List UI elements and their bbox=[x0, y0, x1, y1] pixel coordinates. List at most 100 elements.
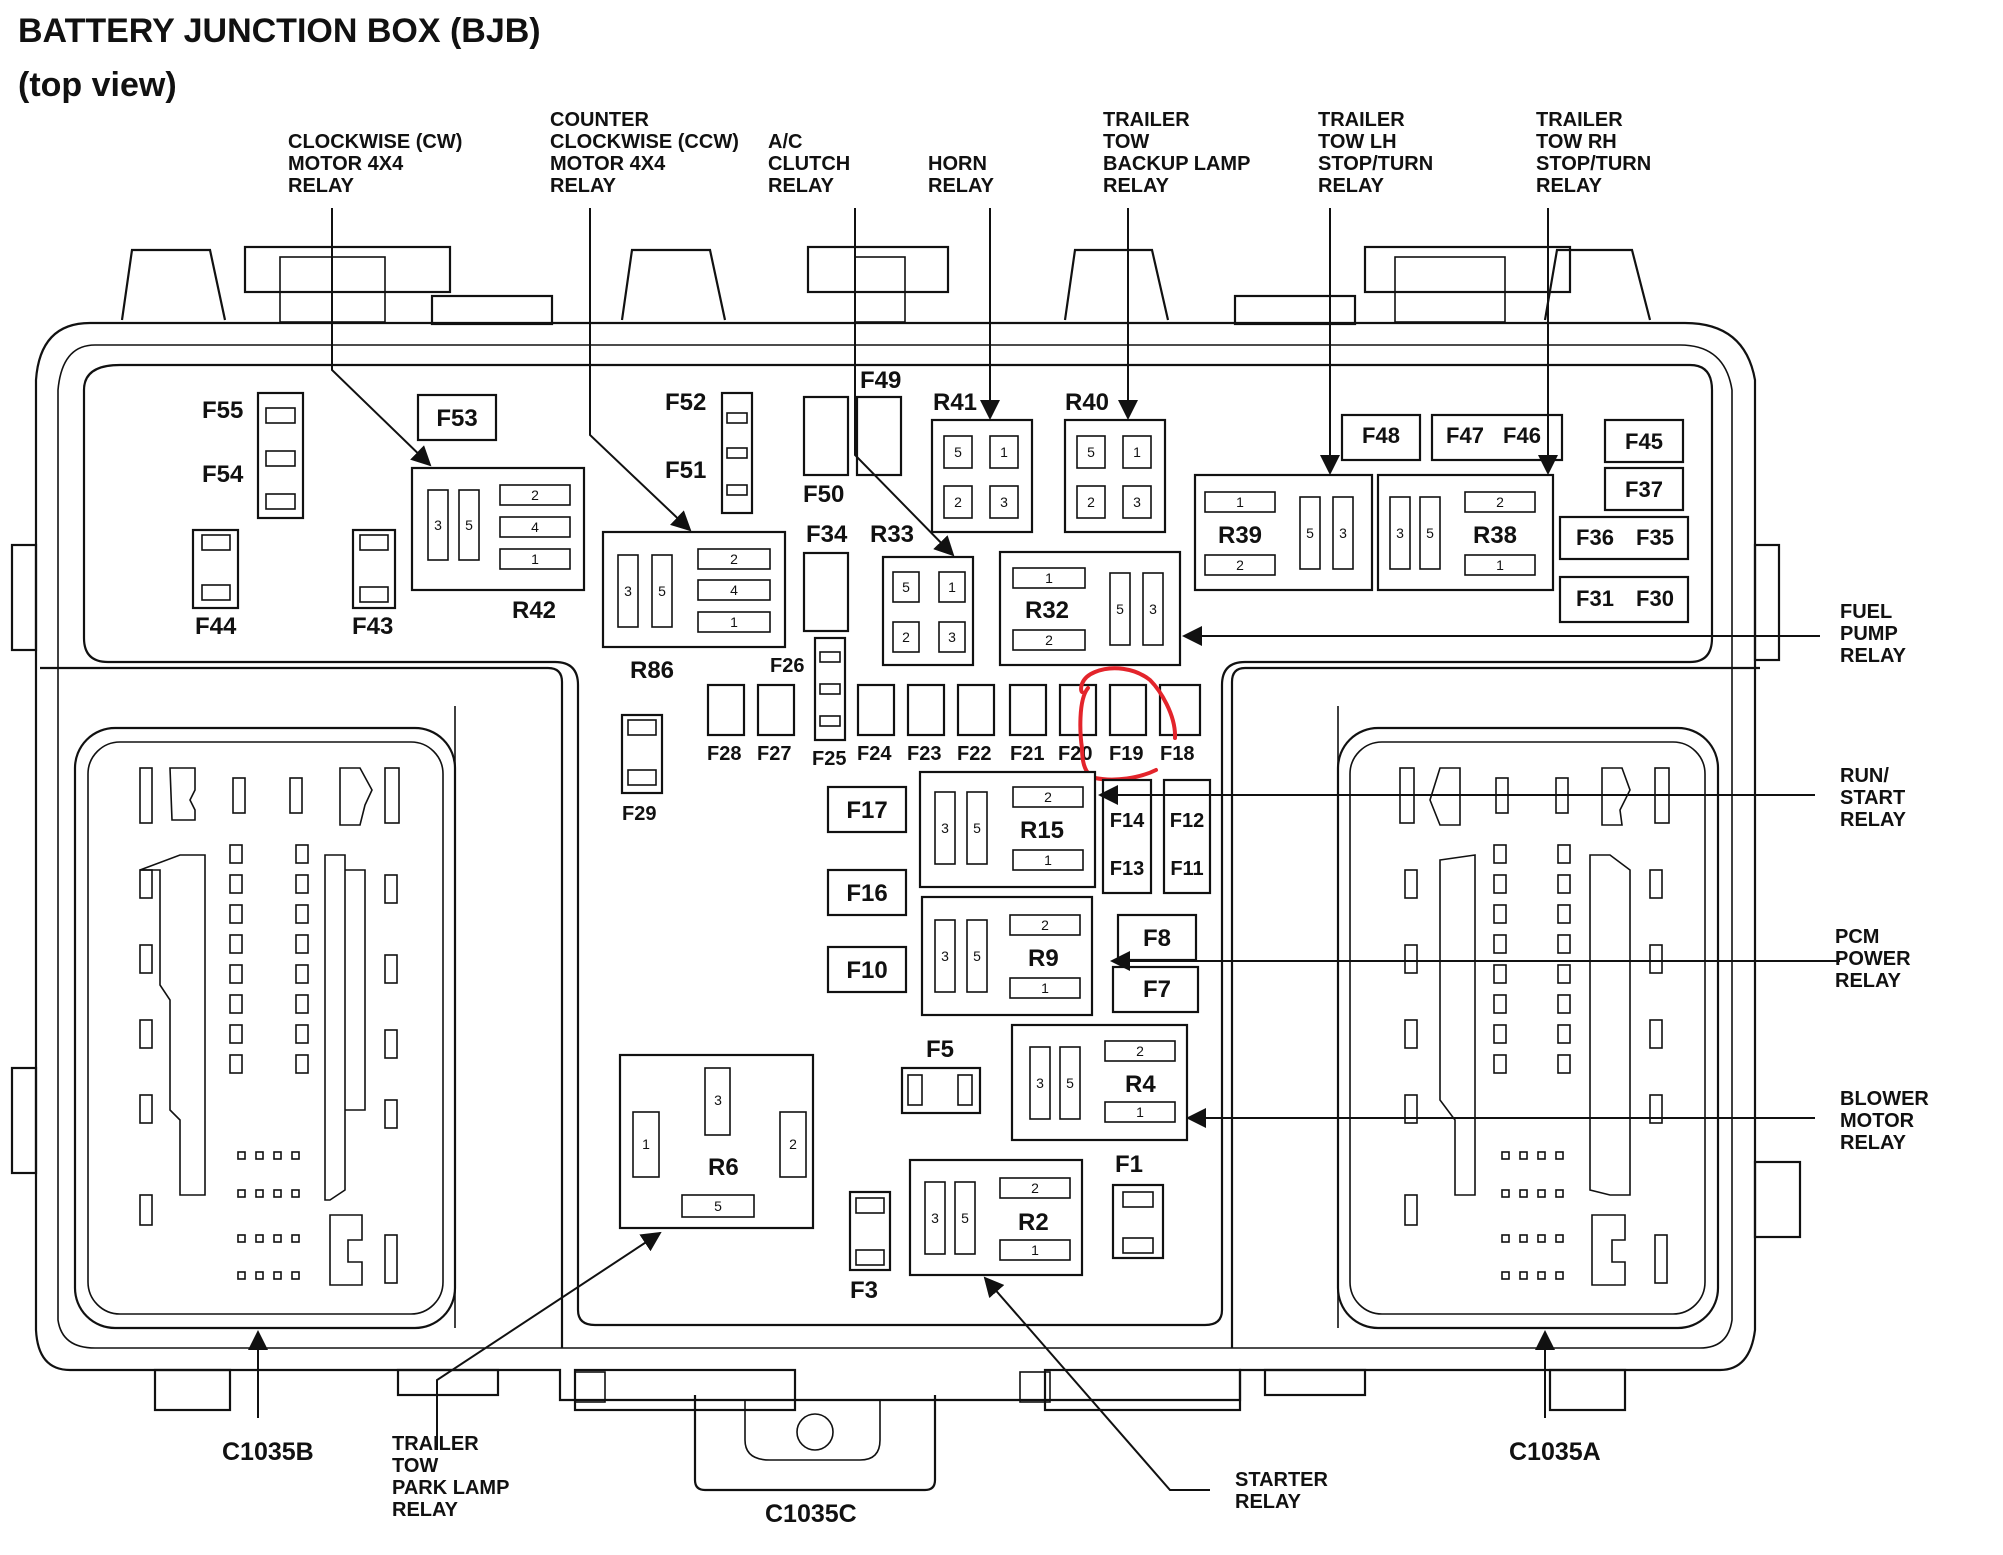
relay-r39: R39 bbox=[1218, 522, 1262, 549]
fuse-f48-body bbox=[1340, 413, 1422, 462]
connector-cavity bbox=[1519, 1234, 1528, 1243]
relay-r15: R15 bbox=[1020, 817, 1064, 844]
callout-pcm-power-relay: PCM POWER RELAY bbox=[1835, 926, 1916, 992]
relay-r40: R40 bbox=[1065, 389, 1109, 416]
connector-cavity bbox=[295, 1054, 309, 1074]
connector-c1035c bbox=[574, 1371, 1051, 1492]
r15-pin-2: 2 bbox=[1044, 789, 1052, 805]
connector-cavity bbox=[295, 1024, 309, 1044]
fuse-f19: F19 bbox=[1109, 743, 1143, 765]
callout-starter-relay: STARTER RELAY bbox=[1235, 1469, 1334, 1513]
relay-r32: R32 bbox=[1025, 597, 1069, 624]
connector-cavity bbox=[237, 1234, 246, 1243]
relay-r86-body: 3 5 2 4 1 bbox=[601, 530, 787, 649]
fuse-f11-f12-body bbox=[1162, 778, 1212, 895]
callout-rh-stop-turn-relay: TRAILER TOW RH STOP/TURN RELAY bbox=[1536, 109, 1657, 197]
connector-cavity bbox=[1519, 1189, 1528, 1198]
fuse-f53-body bbox=[416, 393, 498, 442]
connector-cavity bbox=[1557, 844, 1571, 864]
r40-pin-1: 1 bbox=[1133, 444, 1141, 460]
connector-cavity bbox=[1493, 994, 1507, 1014]
connector-cavity bbox=[273, 1234, 282, 1243]
relay-r9: R9 bbox=[1028, 945, 1059, 972]
fuse-f35: F35 bbox=[1636, 525, 1674, 550]
fuse-f11: F11 bbox=[1170, 858, 1203, 880]
fuse-f29-body bbox=[620, 713, 664, 795]
relay-r32-body: 1 2 5 3 bbox=[998, 550, 1182, 667]
r6-pin-5: 5 bbox=[714, 1198, 722, 1214]
fuse-f24: F24 bbox=[857, 743, 892, 765]
connector-cavity bbox=[1557, 904, 1571, 924]
connector-cavity bbox=[229, 874, 243, 894]
diagram-subtitle: (top view) bbox=[18, 66, 177, 104]
r86-pin-5: 5 bbox=[658, 583, 666, 599]
connector-cavity bbox=[229, 964, 243, 984]
fuse-f45: F45 bbox=[1625, 429, 1663, 454]
fuse-f53: F53 bbox=[436, 405, 477, 432]
connector-c1035a bbox=[1230, 666, 1760, 1348]
callout-park-lamp-relay: TRAILER TOW PARK LAMP RELAY bbox=[392, 1433, 515, 1521]
connector-cavity bbox=[237, 1151, 246, 1160]
fuse-f14: F14 bbox=[1110, 810, 1145, 832]
fuse-f43-body bbox=[351, 528, 397, 610]
r4-pin-5: 5 bbox=[1066, 1075, 1074, 1091]
fuse-f16-body bbox=[826, 868, 908, 917]
connector-cavity bbox=[1555, 1234, 1564, 1243]
relay-r33-body: 5 1 2 3 bbox=[881, 555, 975, 667]
connector-c1035b bbox=[40, 666, 564, 1348]
r32-pin-1: 1 bbox=[1045, 570, 1053, 586]
callout-blower-motor-relay: BLOWER MOTOR RELAY bbox=[1840, 1088, 1934, 1154]
connector-cavity bbox=[229, 904, 243, 924]
r33-pin-5: 5 bbox=[902, 579, 910, 595]
r6-pin-3: 3 bbox=[714, 1092, 722, 1108]
fuse-f8: F8 bbox=[1143, 925, 1171, 952]
connector-cavity bbox=[255, 1189, 264, 1198]
connector-cavity bbox=[1493, 1054, 1507, 1074]
relay-r86: R86 bbox=[630, 657, 674, 684]
fuse-f7-body bbox=[1111, 965, 1200, 1014]
callout-ac-clutch-relay: A/C CLUTCH RELAY bbox=[768, 131, 856, 197]
connector-cavity bbox=[1537, 1234, 1546, 1243]
connector-cavity bbox=[229, 1054, 243, 1074]
fuse-f27: F27 bbox=[757, 743, 791, 765]
r32-pin-3: 3 bbox=[1149, 601, 1157, 617]
relay-r6-body: 1 2 3 5 bbox=[618, 1053, 815, 1230]
r86-pin-3: 3 bbox=[624, 583, 632, 599]
connector-cavity bbox=[1557, 934, 1571, 954]
fuse-f30: F30 bbox=[1636, 586, 1674, 611]
fuse-f3: F3 bbox=[850, 1277, 878, 1304]
connector-cavity bbox=[273, 1151, 282, 1160]
r2-pin-3: 3 bbox=[931, 1210, 939, 1226]
fuse-f47: F47 bbox=[1446, 423, 1484, 448]
r86-pin-2: 2 bbox=[730, 551, 738, 567]
fuse-f12: F12 bbox=[1170, 810, 1204, 832]
connector-cavity bbox=[1501, 1151, 1510, 1160]
connector-cavity bbox=[291, 1234, 300, 1243]
diagram-title: BATTERY JUNCTION BOX (BJB) bbox=[18, 12, 541, 50]
r4-pin-1: 1 bbox=[1136, 1104, 1144, 1120]
connector-cavity bbox=[1493, 964, 1507, 984]
connector-cavity bbox=[255, 1234, 264, 1243]
callout-backup-lamp-relay: TRAILER TOW BACKUP LAMP RELAY bbox=[1103, 109, 1256, 197]
connector-cavity bbox=[295, 964, 309, 984]
r41-pin-3: 3 bbox=[1000, 494, 1008, 510]
fuse-f21: F21 bbox=[1010, 743, 1044, 765]
r40-pin-5: 5 bbox=[1087, 444, 1095, 460]
fuse-f36: F36 bbox=[1576, 525, 1614, 550]
r39-pin-2: 2 bbox=[1236, 557, 1244, 573]
connector-cavity bbox=[1557, 964, 1571, 984]
connector-cavity bbox=[237, 1189, 246, 1198]
callout-cw-relay: CLOCKWISE (CW) MOTOR 4X4 RELAY bbox=[288, 131, 468, 197]
fuse-f44-body bbox=[191, 528, 240, 610]
r39-pin-3: 3 bbox=[1339, 525, 1347, 541]
r4-pin-2: 2 bbox=[1136, 1043, 1144, 1059]
connector-cavity bbox=[1493, 1024, 1507, 1044]
connector-cavity bbox=[1519, 1151, 1528, 1160]
fuse-f20: F20 bbox=[1058, 743, 1092, 765]
fuse-f34: F34 bbox=[806, 521, 848, 548]
relay-r39-body: 1 2 5 3 bbox=[1193, 473, 1374, 592]
r9-pin-2: 2 bbox=[1041, 917, 1049, 933]
relay-r41: R41 bbox=[933, 389, 977, 416]
fuse-f28: F28 bbox=[707, 743, 741, 765]
r32-pin-5: 5 bbox=[1116, 601, 1124, 617]
